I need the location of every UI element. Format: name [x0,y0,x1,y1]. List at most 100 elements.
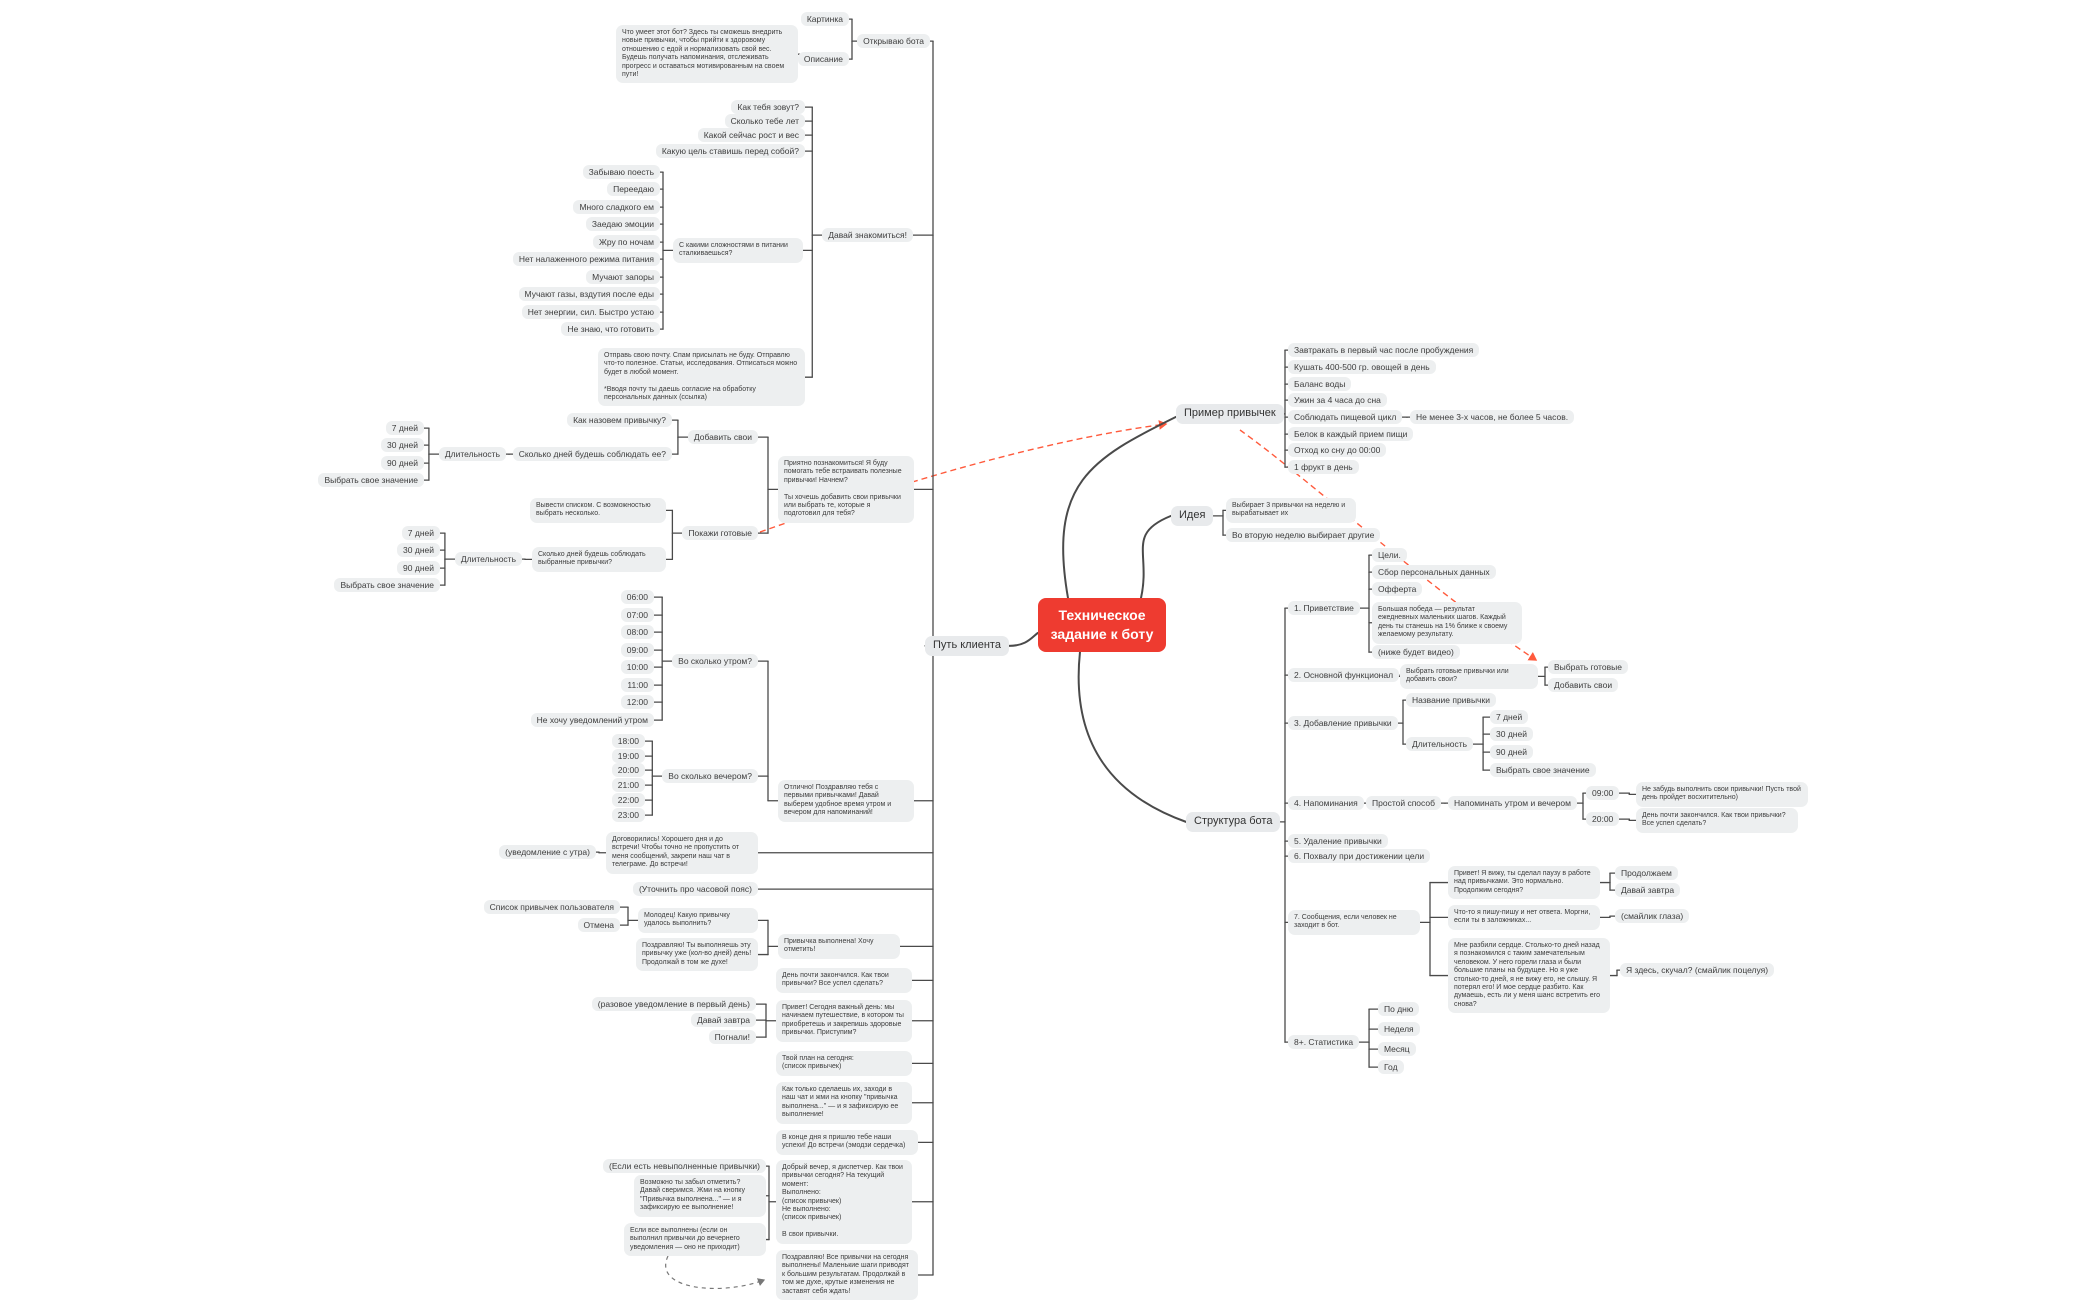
node-statistics[interactable]: 8+. Статистика [1288,1035,1360,1050]
node-plan-evening[interactable]: В конце дня я пришлю тебе наши успехи! Д… [776,1130,918,1155]
node-reminder-setup[interactable]: Отлично! Поздравляю тебя с первыми привы… [778,780,914,822]
node-heartbreak-message[interactable]: Мне разбили сердце. Столько-то дней наза… [1448,938,1610,1014]
node-cancel[interactable]: Отмена [577,918,620,933]
node-first-day-message[interactable]: Привет! Сегодня важный день: мы начинаем… [776,1000,912,1042]
node-bot-structure[interactable]: Структура бота [1186,812,1281,832]
node-if-all-done-note[interactable]: Если все выполнены (если он выполнил при… [624,1223,766,1257]
node-choose-ready[interactable]: Выбрать готовые [1548,660,1628,675]
node-idea-week1[interactable]: Выбирает 3 привычки на неделю и вырабаты… [1226,498,1356,523]
node-add-own[interactable]: Добавить свои [687,430,758,445]
node-big-win-text[interactable]: Большая победа — результат ежедневных ма… [1372,602,1522,644]
node-duration-option[interactable]: 7 дней [401,526,440,541]
node-reminders[interactable]: 4. Напоминания [1288,796,1364,811]
node-duration[interactable]: Длительность [438,447,506,462]
node-duration-option[interactable]: 7 дней [1490,710,1529,725]
node-habit-item[interactable]: 1 фрукт в день [1288,460,1359,475]
node-habit-adding[interactable]: 3. Добавление привычки [1288,716,1398,731]
node-pause-message[interactable]: Привет! Я вижу, ты сделал паузу в работе… [1448,866,1600,900]
node-time-option[interactable]: 07:00 [620,608,654,623]
node-open-bot[interactable]: Открываю бота [857,34,930,49]
node-go-button[interactable]: Погнали! [708,1030,756,1045]
node-difficulty-item[interactable]: Жру по ночам [592,235,660,250]
node-difficulty-item[interactable]: Много сладкого ем [573,200,660,215]
node-habit-item[interactable]: Завтракать в первый час после пробуждени… [1288,343,1480,358]
node-days-question-ready[interactable]: Сколько дней будешь соблюдать выбранные … [532,547,666,572]
node-habit-item[interactable]: Отход ко сну до 00:00 [1288,443,1387,458]
node-time-option[interactable]: 11:00 [621,678,654,693]
node-evening-reminder-text[interactable]: День почти закончился. Как твои привычки… [1636,808,1798,833]
node-morning-reminder-text[interactable]: Не забудь выполнить свои привычки! Пусть… [1636,782,1808,807]
node-morning-time-question[interactable]: Во сколько утром? [672,654,758,669]
node-which-habit-question[interactable]: Молодец! Какую привычку удалось выполнит… [638,908,758,933]
node-forgot-message[interactable]: Возможно ты забыл отметить? Давай сверим… [634,1175,766,1217]
node-lets-meet[interactable]: Давай знакомиться! [822,228,913,243]
node-habit-streak-congrats[interactable]: Поздравляю! Ты выполняешь эту привычку у… [636,938,758,972]
node-time-option[interactable]: 06:00 [620,590,654,605]
node-duration-option[interactable]: Выбрать свое значение [334,578,440,593]
node-list-note[interactable]: Вывести списком. С возможностью выбрать … [530,498,666,523]
node-difficulty-item[interactable]: Не знаю, что готовить [561,322,660,337]
node-duration-option[interactable]: 30 дней [381,438,424,453]
node-kiss-reply[interactable]: Я здесь, скучал? (смайлик поцелуя) [1620,963,1775,978]
node-duration-option[interactable]: 30 дней [1490,727,1533,742]
node-continue-button[interactable]: Продолжаем [1615,866,1678,881]
node-client-path[interactable]: Путь клиента [925,636,1009,656]
node-idea-week2[interactable]: Во вторую неделю выбирает другие [1226,528,1381,543]
node-question-goal[interactable]: Какую цель ставишь перед собой? [655,144,805,159]
node-timezone-note[interactable]: (Уточнить про часовой пояс) [632,882,758,897]
node-no-answer-message[interactable]: Что-то я пишу-пишу и нет ответа. Моргни,… [1448,905,1600,930]
node-food-cycle-note[interactable]: Не менее 3-х часов, не более 5 часов. [1410,410,1575,425]
node-question-name[interactable]: Как тебя зовут? [731,100,805,115]
node-user-habit-list[interactable]: Список привычек пользователя [483,900,620,915]
node-duration[interactable]: Длительность [1406,737,1474,752]
node-video-note[interactable]: (ниже будет видео) [1372,645,1460,660]
node-absence-messages[interactable]: 7. Сообщения, если человек не заходит в … [1288,910,1420,935]
node-duration[interactable]: Длительность [454,552,522,567]
node-duration-option[interactable]: 90 дней [1490,745,1533,760]
node-stats-by-day[interactable]: По дню [1378,1002,1420,1017]
node-habit-removal[interactable]: 5. Удаление привычки [1288,834,1388,849]
node-stats-month[interactable]: Месяц [1378,1042,1416,1057]
node-bot-description-text[interactable]: Что умеет этот бот? Здесь ты сможешь вне… [616,25,798,84]
node-habit-name[interactable]: Название привычки [1406,693,1496,708]
node-show-ready[interactable]: Покажи готовые [682,526,758,541]
node-first-day-note[interactable]: (разовое уведомление в первый день) [591,997,756,1012]
node-picture[interactable]: Картинка [800,12,849,27]
node-tomorrow-button[interactable]: Давай завтра [690,1013,756,1028]
node-time-0900[interactable]: 09:00 [1586,786,1620,801]
node-simple-way[interactable]: Простой способ [1366,796,1441,811]
node-time-option[interactable]: 12:00 [620,695,654,710]
node-question-height-weight[interactable]: Какой сейчас рост и вес [697,128,805,143]
node-eyes-emoji-note[interactable]: (смайлик глаза) [1615,909,1690,924]
node-time-2000[interactable]: 20:00 [1586,812,1620,827]
node-evening-time-question[interactable]: Во сколько вечером? [662,769,758,784]
node-ready-or-own-question[interactable]: Выбрать готовые привычки или добавить св… [1400,664,1538,689]
node-habit-item[interactable]: Баланс воды [1288,377,1352,392]
node-intro-message[interactable]: Приятно познакомиться! Я буду помогать т… [778,456,914,523]
node-idea[interactable]: Идея [1171,506,1214,526]
node-difficulties-question[interactable]: С какими сложностями в питании сталкивае… [673,238,803,263]
node-plan-how[interactable]: Как только сделаешь их, заходи в наш чат… [776,1082,912,1124]
node-question-age[interactable]: Сколько тебе лет [724,114,805,129]
node-add-own-option[interactable]: Добавить свои [1548,678,1619,693]
node-all-done-congrats[interactable]: Поздравляю! Все привычки на сегодня выпо… [776,1250,918,1300]
node-email-request[interactable]: Отправь свою почту. Спам присылать не бу… [598,348,805,407]
node-duration-option[interactable]: 90 дней [397,561,440,576]
node-duration-option[interactable]: 90 дней [381,456,424,471]
node-if-unfinished-note[interactable]: (Если есть невыполненные привычки) [603,1159,766,1174]
node-difficulty-item[interactable]: Мучают газы, вздутия после еды [518,287,660,302]
node-offer[interactable]: Офферта [1372,582,1423,597]
node-habit-item-food-cycle[interactable]: Соблюдать пищевой цикл [1288,410,1403,425]
node-remind-morning-evening[interactable]: Напоминать утром и вечером [1448,796,1577,811]
node-main-functionality[interactable]: 2. Основной функционал [1288,668,1400,683]
node-agreed-message[interactable]: Договорились! Хорошего дня и до встречи!… [606,832,758,874]
node-difficulty-item[interactable]: Мучают запоры [586,270,660,285]
node-difficulty-item[interactable]: Нет налаженного режима питания [512,252,660,267]
node-stats-week[interactable]: Неделя [1378,1022,1420,1037]
node-difficulty-item[interactable]: Забываю поесть [582,165,660,180]
node-difficulty-item[interactable]: Заедаю эмоции [585,217,660,232]
node-goals[interactable]: Цели. [1372,548,1407,563]
node-difficulty-item[interactable]: Переедаю [607,182,660,197]
node-central-topic[interactable]: Техническое задание к боту [1038,598,1166,652]
node-duration-option[interactable]: 30 дней [397,543,440,558]
